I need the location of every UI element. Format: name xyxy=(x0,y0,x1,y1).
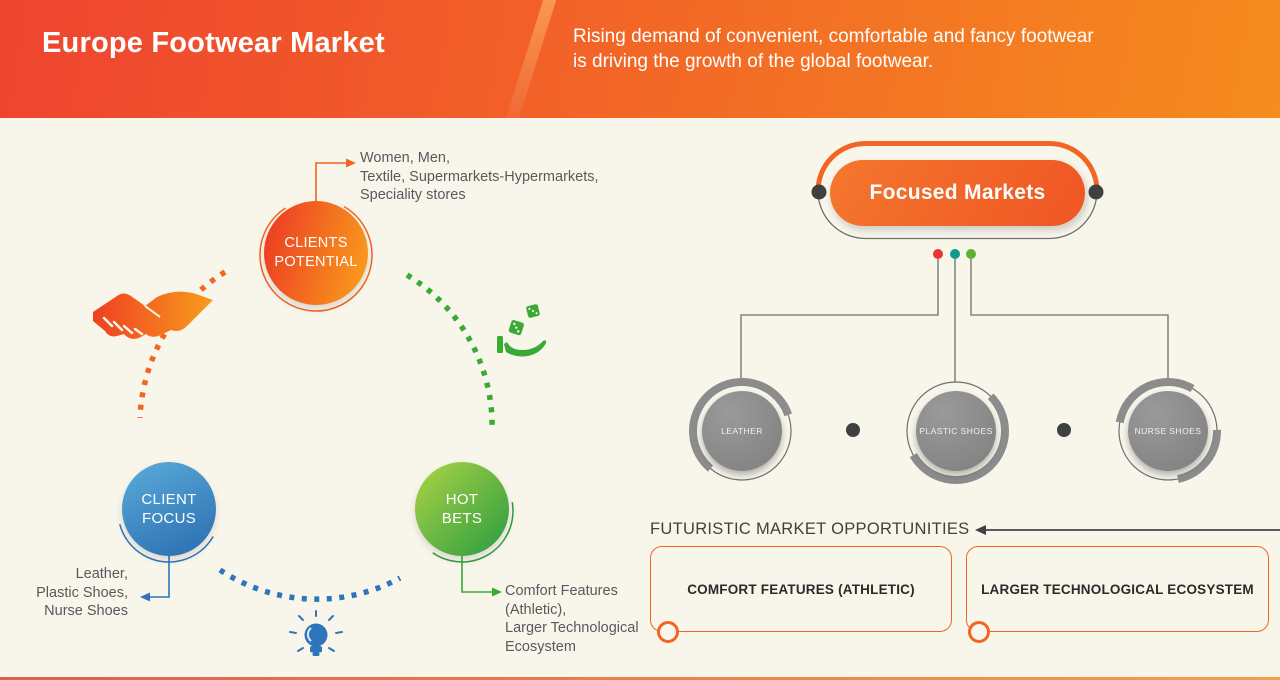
spacer-dot-left xyxy=(846,423,860,437)
leader-client-focus xyxy=(140,556,170,602)
tree-connectors xyxy=(740,259,1169,382)
tree-dot-green xyxy=(966,249,976,259)
capsule-left-dot xyxy=(811,184,827,200)
opportunities-heading: FUTURISTIC MARKET OPPORTUNITIES xyxy=(650,520,970,538)
opportunity-card-comfort: COMFORT FEATURES (ATHLETIC) xyxy=(650,546,952,632)
opportunity-card-ecosystem: LARGER TECHNOLOGICAL ECOSYSTEM xyxy=(966,546,1269,632)
market-node-nurse-shoes: NURSE SHOES xyxy=(1128,391,1208,471)
tree-dot-red xyxy=(933,249,943,259)
tree-dot-teal xyxy=(950,249,960,259)
page-title: Europe Footwear Market xyxy=(42,27,385,59)
opportunities-arrow xyxy=(975,525,1280,535)
note-client-focus: Leather, Plastic Shoes, Nurse Shoes xyxy=(36,566,128,619)
market-node-leather: LEATHER xyxy=(702,391,782,471)
opportunity-card-corner-circle xyxy=(968,621,990,643)
spacer-dot-right xyxy=(1057,423,1071,437)
handshake-icon xyxy=(93,291,213,339)
capsule-right-dot xyxy=(1088,184,1104,200)
focused-markets-pill: Focused Markets xyxy=(830,160,1085,226)
dice-hand-icon xyxy=(497,304,547,357)
node-hot-bets: HOT BETS xyxy=(415,462,509,556)
node-clients-potential: CLIENTS POTENTIAL xyxy=(264,201,368,305)
dotted-arc-orange xyxy=(137,269,227,419)
dotted-arc-blue xyxy=(218,567,402,602)
leader-clients-potential xyxy=(315,158,356,201)
header-diagonal-stripe xyxy=(506,0,557,118)
market-node-plastic-shoes: PLASTIC SHOES xyxy=(916,391,996,471)
leader-hot-bets xyxy=(461,556,502,597)
lightbulb-icon xyxy=(289,610,343,656)
note-hot-bets: Comfort Features (Athletic), Larger Tech… xyxy=(505,583,639,655)
page-subtitle: Rising demand of convenient, comfortable… xyxy=(573,26,1094,72)
header-banner: Europe Footwear Market Rising demand of … xyxy=(0,0,1280,118)
dotted-arc-green xyxy=(405,272,495,433)
footer-accent-line xyxy=(0,677,1280,680)
node-client-focus: CLIENT FOCUS xyxy=(122,462,216,556)
opportunity-card-corner-circle xyxy=(657,621,679,643)
note-clients-potential: Women, Men, Textile, Supermarkets-Hyperm… xyxy=(360,150,599,203)
